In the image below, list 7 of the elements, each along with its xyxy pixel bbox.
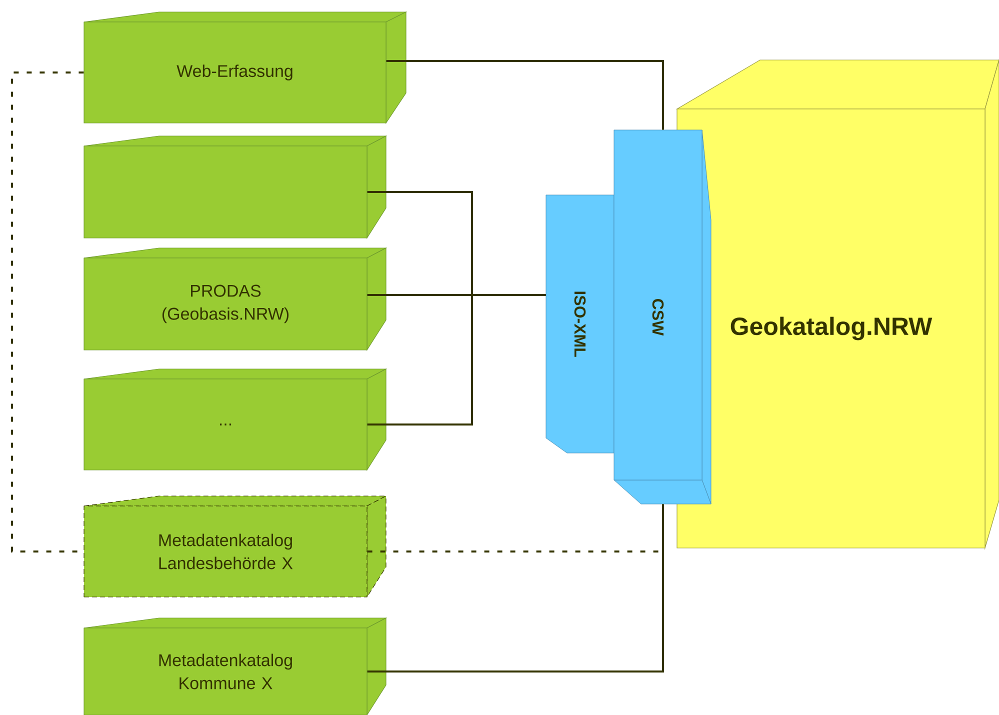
source-block: Metadatenkatalog Kommune X (84, 618, 388, 715)
connector-line (367, 294, 546, 426)
interface-block: ISO-XML (546, 194, 614, 454)
interface-block: CSW (614, 130, 712, 504)
connector-line (386, 60, 664, 130)
connector-line (11, 72, 84, 552)
connector-line (367, 504, 664, 672)
